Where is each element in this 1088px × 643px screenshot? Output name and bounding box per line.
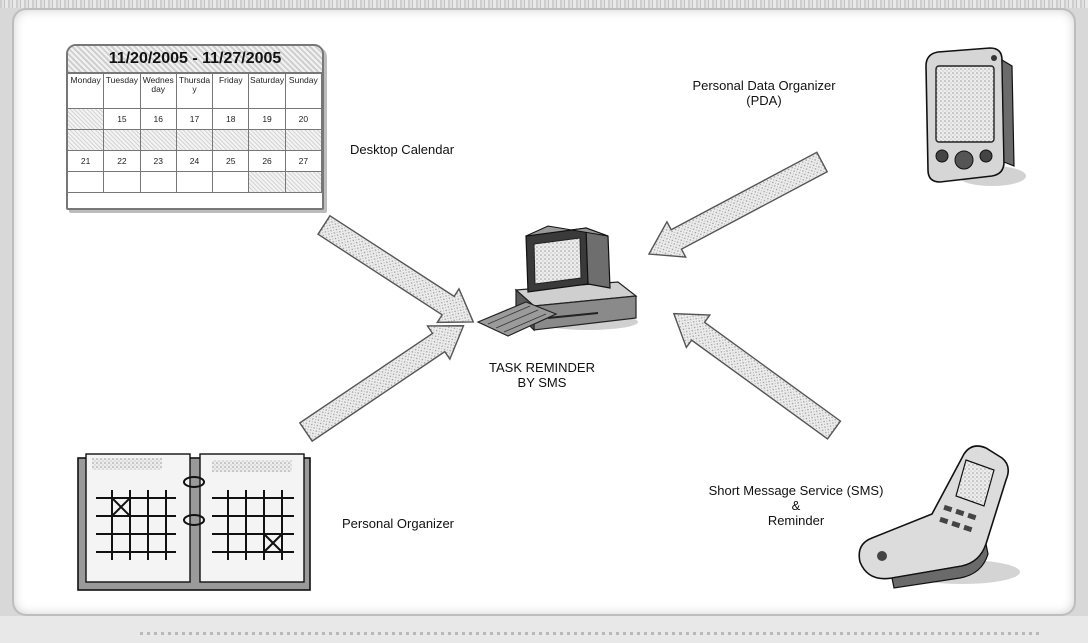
desktop-computer-icon: [468, 222, 648, 352]
arrow-calendar-to-computer: [313, 208, 484, 338]
desktop-calendar-label: Desktop Calendar: [350, 142, 490, 157]
center-label-line1: TASK REMINDER: [472, 360, 612, 375]
arrow-organizer-to-computer: [295, 309, 475, 448]
arrow-pda-to-computer: [640, 144, 832, 271]
personal-organizer-label: Personal Organizer: [342, 516, 502, 531]
arrow-phone-to-computer: [662, 297, 846, 446]
pda-label-line1: Personal Data Organizer: [684, 78, 844, 93]
center-label-line2: BY SMS: [472, 375, 612, 390]
planner-book-icon: [72, 450, 317, 595]
sms-label-line2: &: [676, 498, 916, 513]
sms-label-line1: Short Message Service (SMS): [676, 483, 916, 498]
sms-label-line3: Reminder: [676, 513, 916, 528]
pda-icon: [912, 44, 1032, 194]
pda-label-line2: (PDA): [684, 93, 844, 108]
